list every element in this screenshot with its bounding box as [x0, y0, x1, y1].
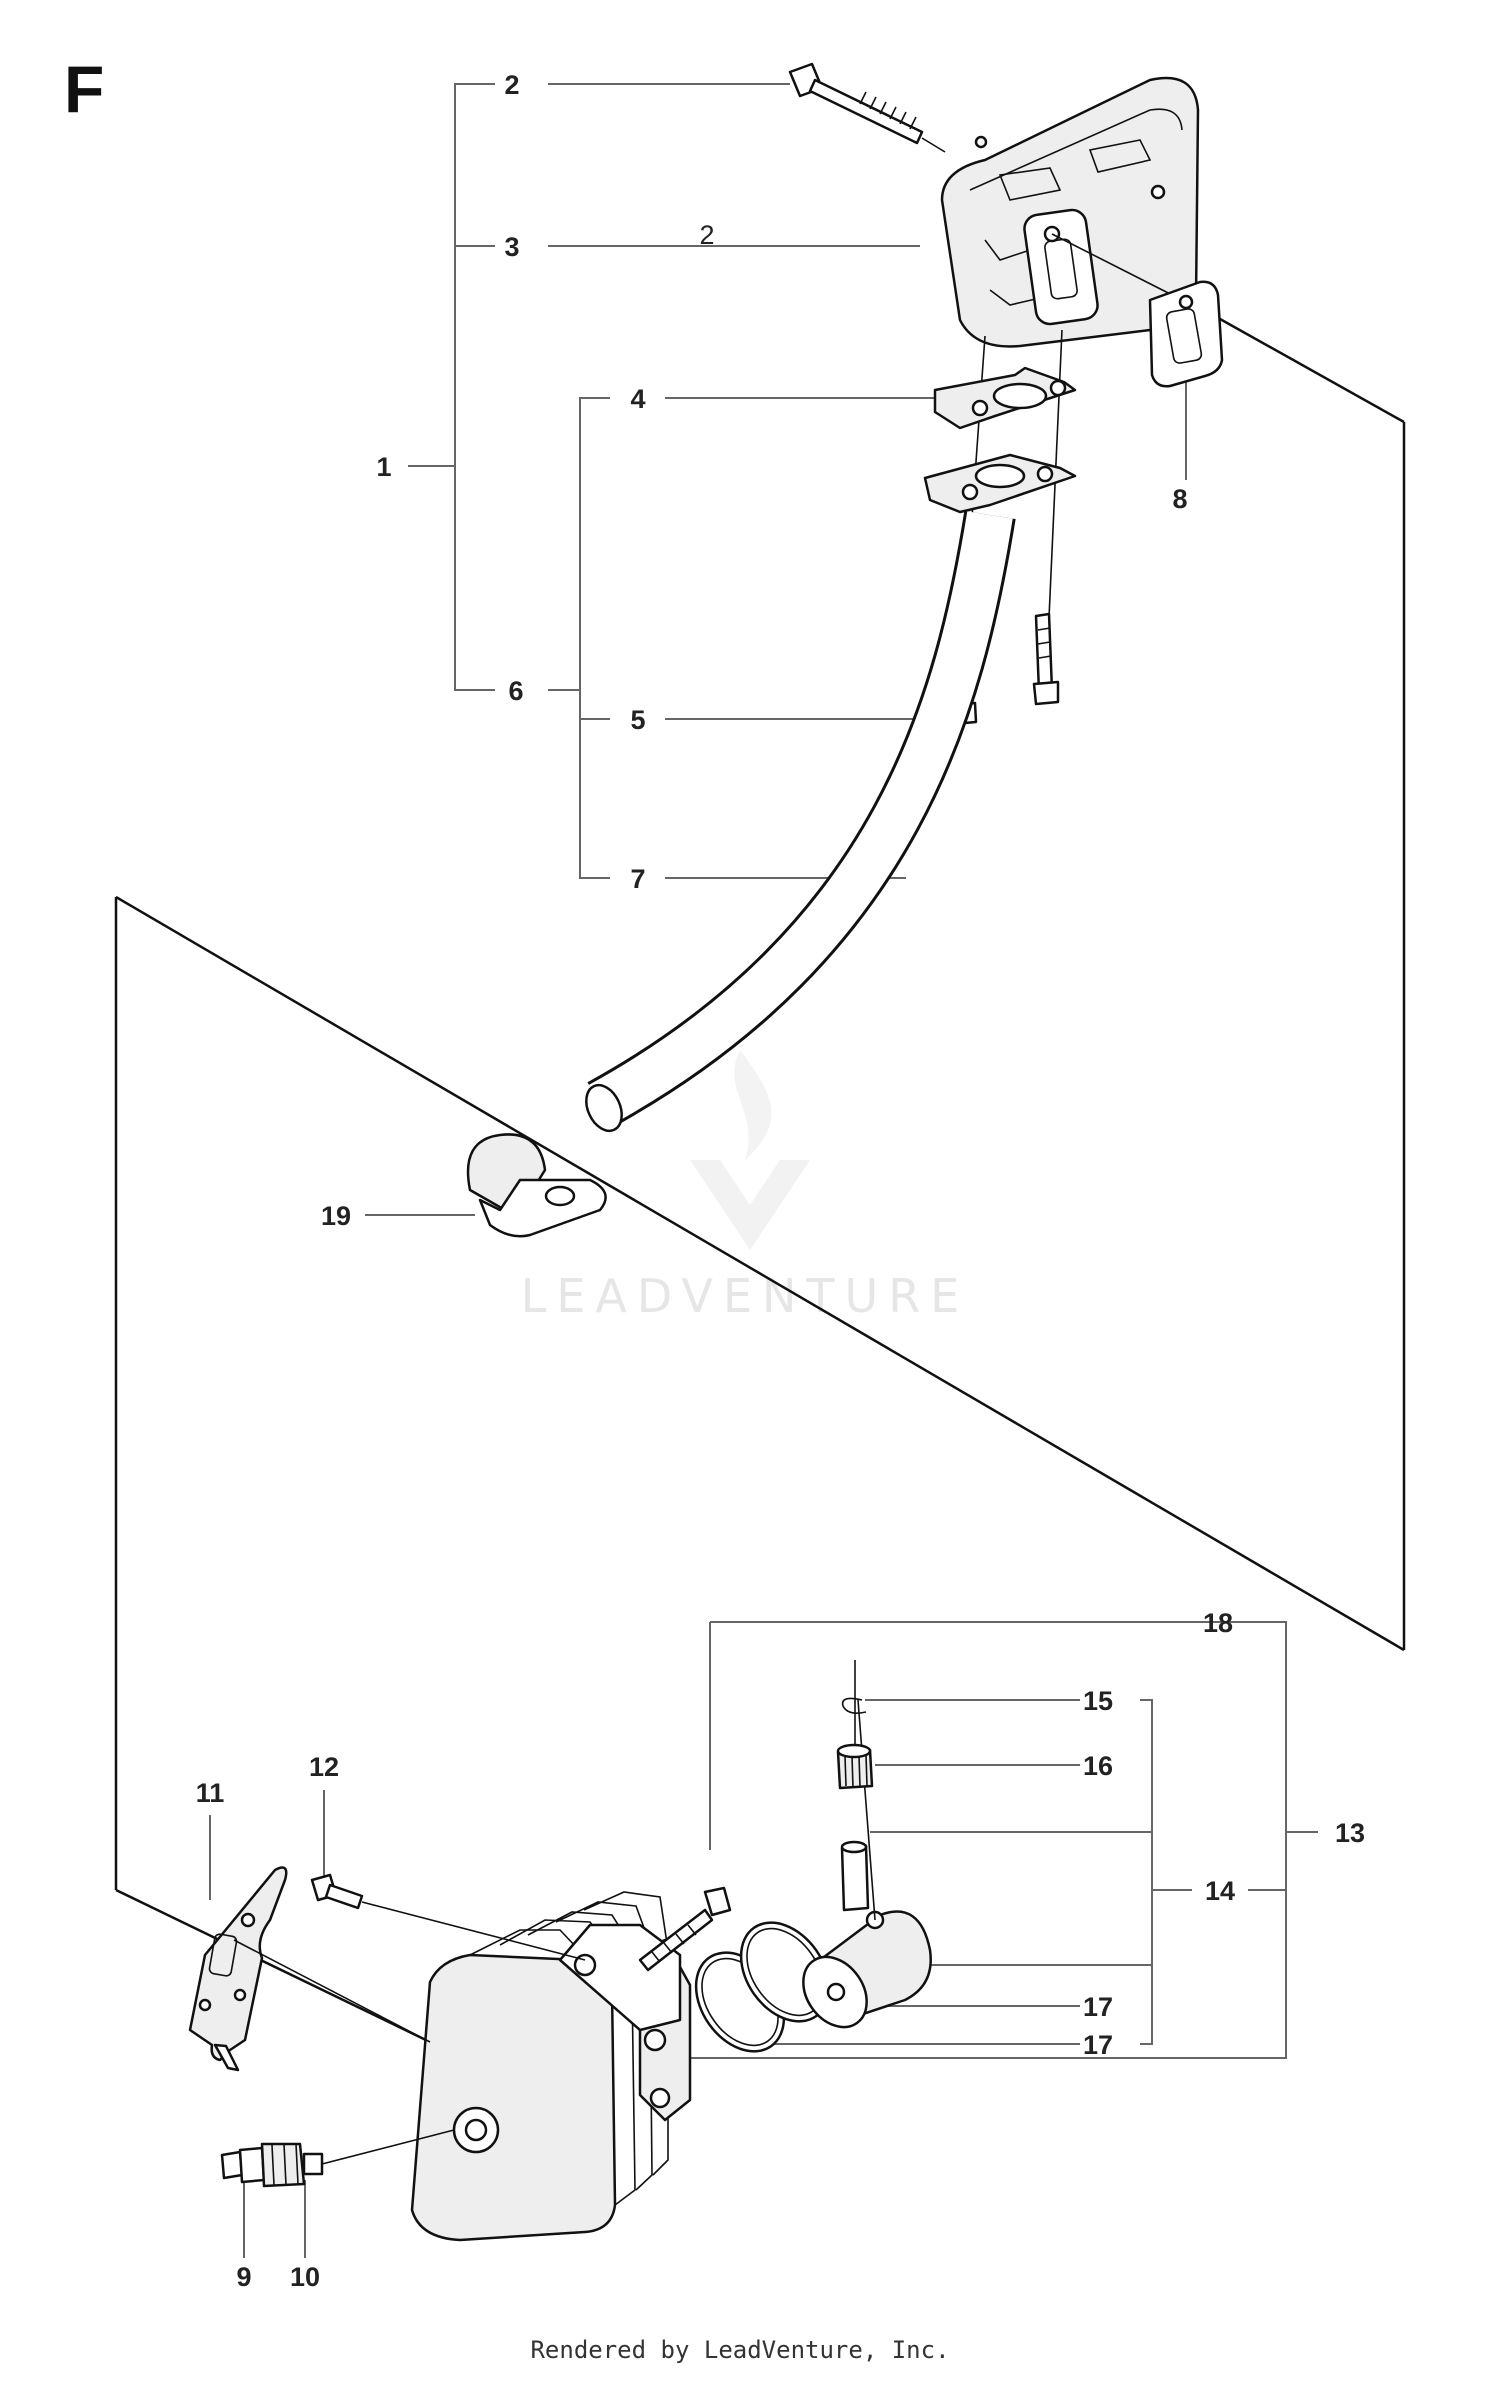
watermark-text: LEADVENTURE	[521, 1269, 970, 1323]
callout-4: 4	[630, 384, 645, 414]
callout-13: 13	[1335, 1818, 1365, 1848]
callout-14: 14	[1205, 1876, 1235, 1906]
callout-17b: 17	[1083, 2030, 1113, 2060]
heat-shield-plate	[933, 366, 1077, 430]
bracket-plate	[188, 1866, 431, 2072]
flange-plate	[923, 453, 1077, 514]
callout-16: 16	[1083, 1751, 1113, 1781]
callout-7: 7	[630, 864, 645, 894]
cylinder	[410, 1891, 692, 2242]
callout-15: 15	[1083, 1686, 1113, 1716]
callout-18: 18	[1203, 1608, 1233, 1638]
callout-8: 8	[1172, 484, 1187, 514]
piston	[802, 1699, 932, 2029]
callout-3: 3	[504, 232, 519, 262]
piston-pin	[840, 1840, 870, 1912]
watermark-logo	[690, 1050, 810, 1250]
circlip	[841, 1660, 867, 1760]
exploded-frame-upper	[1194, 303, 1406, 1650]
cylinder-screw	[310, 1873, 586, 1961]
callout-11: 11	[196, 1778, 225, 1808]
callout-12: 12	[309, 1752, 339, 1782]
spark-plug	[220, 2129, 455, 2188]
muffler	[940, 76, 1200, 348]
long-screw	[638, 1886, 732, 1972]
section-label: F	[64, 52, 104, 126]
pipe-clamp	[466, 1133, 607, 1238]
callout-17a: 17	[1083, 1992, 1113, 2022]
muffler-screw	[788, 62, 946, 153]
footer-credit: Rendered by LeadVenture, Inc.	[530, 2336, 949, 2364]
callout-10: 10	[290, 2262, 320, 2292]
needle-bearing	[836, 1743, 874, 1790]
callout-6: 6	[508, 676, 523, 706]
note-text: 2	[699, 220, 714, 250]
callout-9: 9	[236, 2262, 251, 2292]
exhaust-pipe	[585, 510, 1016, 1133]
callout-2: 2	[504, 70, 519, 100]
callout-19: 19	[321, 1201, 351, 1231]
callout-1: 1	[376, 452, 391, 482]
exploded-frame-lower	[114, 895, 1405, 2044]
callout-labels: 2 3 2 1 8 4 6 5 7 19 18 15 16 13 14 17 1…	[196, 70, 1365, 2292]
callout-5: 5	[630, 705, 645, 735]
muffler-gasket	[1148, 280, 1224, 388]
